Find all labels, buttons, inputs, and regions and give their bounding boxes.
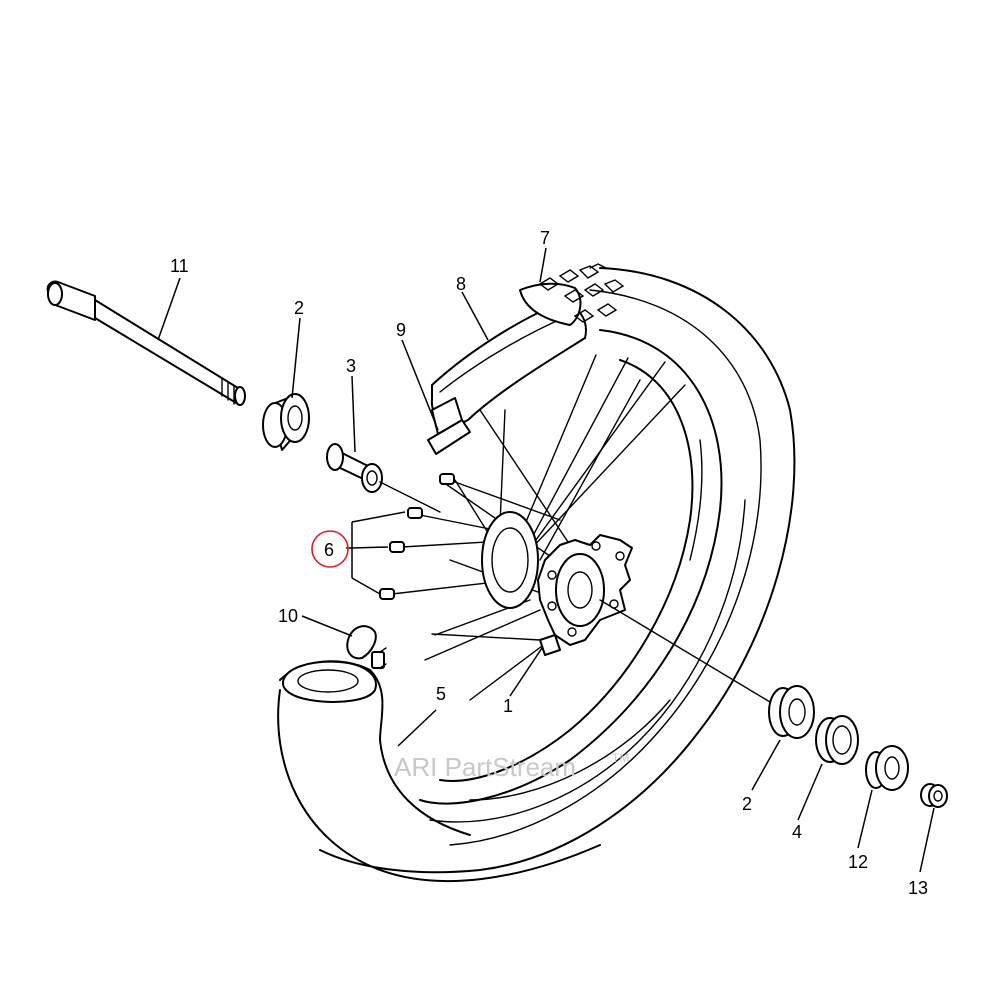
callout-2-right[interactable]: 2 bbox=[742, 794, 752, 814]
oil-seal[interactable] bbox=[815, 715, 859, 765]
hub[interactable] bbox=[481, 511, 633, 656]
rim[interactable] bbox=[419, 329, 723, 805]
collar[interactable] bbox=[865, 745, 909, 791]
watermark-tm: TM bbox=[612, 751, 629, 765]
callout-8[interactable]: 8 bbox=[456, 274, 466, 294]
callout-7[interactable]: 7 bbox=[540, 228, 550, 248]
callout-6-highlight bbox=[311, 530, 349, 568]
bearing-right[interactable] bbox=[768, 685, 815, 739]
callout-5[interactable]: 5 bbox=[436, 684, 446, 704]
bearing-left[interactable] bbox=[262, 393, 310, 451]
tire[interactable] bbox=[277, 267, 796, 882]
callout-labels: 11 2 3 9 8 7 6 10 5 1 2 4 12 13 bbox=[170, 228, 928, 898]
rim-lock[interactable] bbox=[427, 397, 471, 455]
callout-3[interactable]: 3 bbox=[346, 356, 356, 376]
rim-band[interactable] bbox=[430, 282, 587, 425]
callout-9[interactable]: 9 bbox=[396, 320, 406, 340]
callout-6[interactable]: 6 bbox=[324, 540, 334, 560]
watermark-text: ARI PartStream bbox=[394, 752, 576, 782]
callout-12[interactable]: 12 bbox=[848, 852, 868, 872]
tire-tread bbox=[538, 263, 625, 323]
inner-tube[interactable] bbox=[279, 660, 471, 836]
small-collar[interactable] bbox=[920, 783, 948, 808]
valve[interactable] bbox=[346, 625, 387, 669]
callout-13[interactable]: 13 bbox=[908, 878, 928, 898]
callout-11[interactable]: 11 bbox=[170, 256, 189, 276]
leader-lines bbox=[157, 247, 935, 873]
spacer-collar[interactable] bbox=[326, 443, 383, 493]
callout-1[interactable]: 1 bbox=[503, 696, 513, 716]
callout-2-left[interactable]: 2 bbox=[294, 298, 304, 318]
axle-centerline bbox=[379, 481, 771, 703]
callout-10[interactable]: 10 bbox=[278, 606, 298, 626]
watermark: ARI PartStream TM bbox=[394, 751, 629, 782]
axle[interactable] bbox=[46, 280, 246, 406]
callout-4[interactable]: 4 bbox=[792, 822, 802, 842]
